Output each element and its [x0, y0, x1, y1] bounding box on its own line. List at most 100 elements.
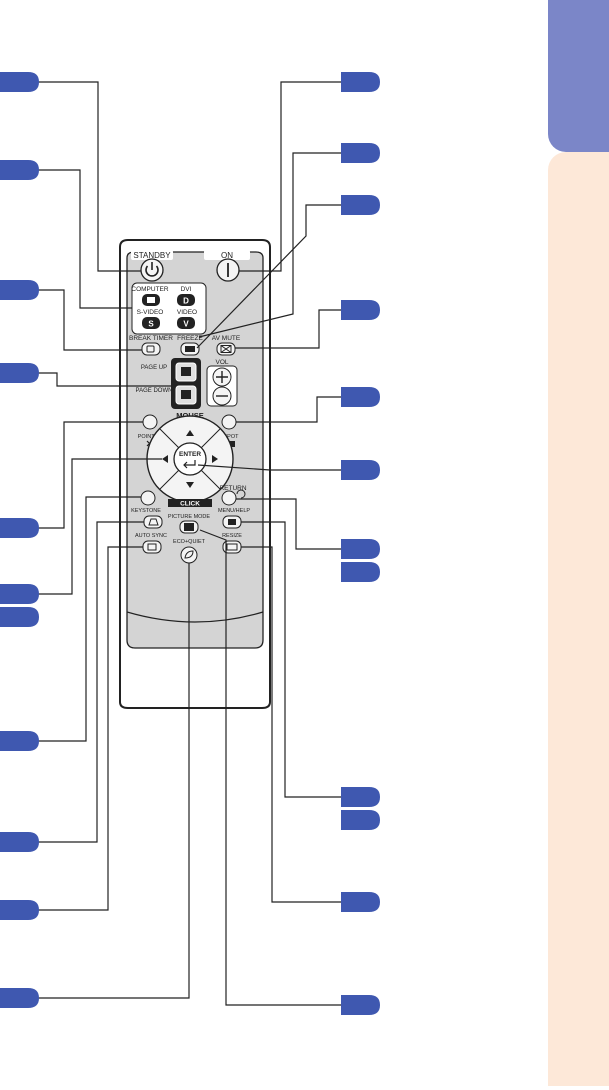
callout-badge [341, 460, 380, 480]
auto-sync-label: AUTO SYNC [135, 533, 167, 539]
computer-button[interactable] [142, 294, 160, 306]
callout-badge [0, 280, 39, 300]
s-video-label: S-VIDEO [137, 309, 164, 316]
callout-badge [341, 562, 380, 582]
return-label: RETURN [219, 485, 246, 492]
on-label: ON [221, 251, 233, 260]
spot-button[interactable] [221, 414, 237, 430]
side-tab-top [548, 0, 609, 152]
pointer-label: POINTER [138, 434, 162, 440]
click-bar [168, 499, 212, 507]
picture-mode-icon [184, 523, 194, 531]
picture-mode-button[interactable] [179, 520, 199, 534]
click-label: CLICK [180, 501, 200, 508]
on-button[interactable] [216, 258, 240, 282]
s-video-button-letter: S [148, 320, 154, 329]
auto-sync-icon [147, 543, 157, 551]
dvi-label: DVI [181, 286, 192, 293]
callout-badge [341, 995, 380, 1015]
left-button[interactable] [162, 455, 168, 463]
computer-icon [147, 297, 155, 303]
eco-quiet-label: ECO+QUIET [173, 539, 206, 545]
standby-button[interactable] [140, 258, 164, 282]
s-video-button[interactable]: S [142, 317, 160, 329]
page-down-button[interactable] [175, 385, 197, 405]
standby-label: STANDBY [133, 251, 171, 260]
return-icon [236, 489, 246, 499]
callout-badge [0, 900, 39, 920]
side-tab-bottom [548, 152, 609, 1086]
spot-label: SPOT [224, 434, 240, 440]
keystone-click-button[interactable] [140, 490, 156, 506]
picture-mode-label: PICTURE MODE [168, 514, 211, 520]
callout-badge [341, 539, 380, 559]
av-mute-button[interactable] [216, 342, 236, 356]
callout-badges-right [341, 72, 380, 1015]
video-button[interactable]: V [177, 317, 195, 329]
menu-help-button[interactable] [222, 515, 242, 529]
freeze-label: FREEZE [177, 335, 203, 342]
freeze-button[interactable] [180, 342, 200, 356]
resize-icon [226, 543, 238, 551]
callout-badge [341, 72, 380, 92]
av-mute-icon [220, 345, 232, 353]
keystone-button[interactable] [143, 515, 163, 529]
pointer-button[interactable] [142, 414, 158, 430]
callout-badges-left [0, 72, 39, 1008]
vol-label: VOL [215, 359, 228, 366]
page-up-button[interactable] [175, 362, 197, 382]
enter-label: ENTER [179, 451, 201, 458]
menu-help-label: MENU/HELP [218, 508, 250, 514]
callout-badge [0, 72, 39, 92]
callout-badge [0, 832, 39, 852]
callout-badge [341, 892, 380, 912]
callout-badge [341, 387, 380, 407]
arrow-left-icon [162, 455, 168, 463]
vol-plus-icon [216, 371, 228, 383]
page-up-label: PAGE UP [141, 365, 167, 371]
av-mute-label: AV MUTE [212, 335, 241, 342]
enter-button[interactable]: ENTER [173, 442, 207, 476]
arrow-right-icon [212, 455, 218, 463]
arrow-up-icon [186, 430, 194, 436]
page-down-icon [181, 390, 191, 399]
eco-quiet-button[interactable] [180, 546, 198, 564]
callout-badge [0, 607, 39, 627]
vol-plus-button[interactable] [212, 367, 232, 387]
right-button[interactable] [212, 455, 218, 463]
return-button[interactable] [221, 489, 246, 506]
callout-badge [0, 160, 39, 180]
menu-icon [228, 519, 236, 525]
keystone-label: KEYSTONE [131, 508, 161, 514]
video-button-letter: V [183, 320, 189, 329]
up-button[interactable] [186, 430, 194, 436]
page-up-icon [181, 367, 191, 376]
resize-label: RESIZE [222, 533, 242, 539]
freeze-icon [185, 346, 195, 352]
dvi-button[interactable]: D [177, 294, 195, 306]
page-down-label: PAGE DOWN [136, 388, 173, 394]
standby-power-icon [145, 262, 159, 277]
callout-badge [341, 787, 380, 807]
callout-badge [0, 363, 39, 383]
callout-badge [341, 143, 380, 163]
standby-label-bg [131, 250, 173, 260]
video-label: VIDEO [177, 309, 197, 316]
down-button[interactable] [186, 482, 194, 488]
eco-quiet-icon [184, 550, 194, 559]
leader-lines-left [38, 81, 190, 999]
leader-lines-right [196, 81, 341, 1006]
keystone-icon [148, 518, 159, 526]
break-timer-icon [146, 345, 155, 353]
vol-minus-button[interactable] [212, 386, 232, 406]
callout-badge [341, 810, 380, 830]
break-timer-label: BREAK TIMER [129, 335, 173, 342]
callout-badge [341, 195, 380, 215]
callout-badge [0, 584, 39, 604]
computer-label: COMPUTER [131, 286, 169, 293]
callout-badge [0, 988, 39, 1008]
auto-sync-button[interactable] [142, 540, 162, 554]
break-timer-button[interactable] [141, 342, 161, 356]
enter-icon [183, 460, 196, 469]
callout-badge [0, 731, 39, 751]
